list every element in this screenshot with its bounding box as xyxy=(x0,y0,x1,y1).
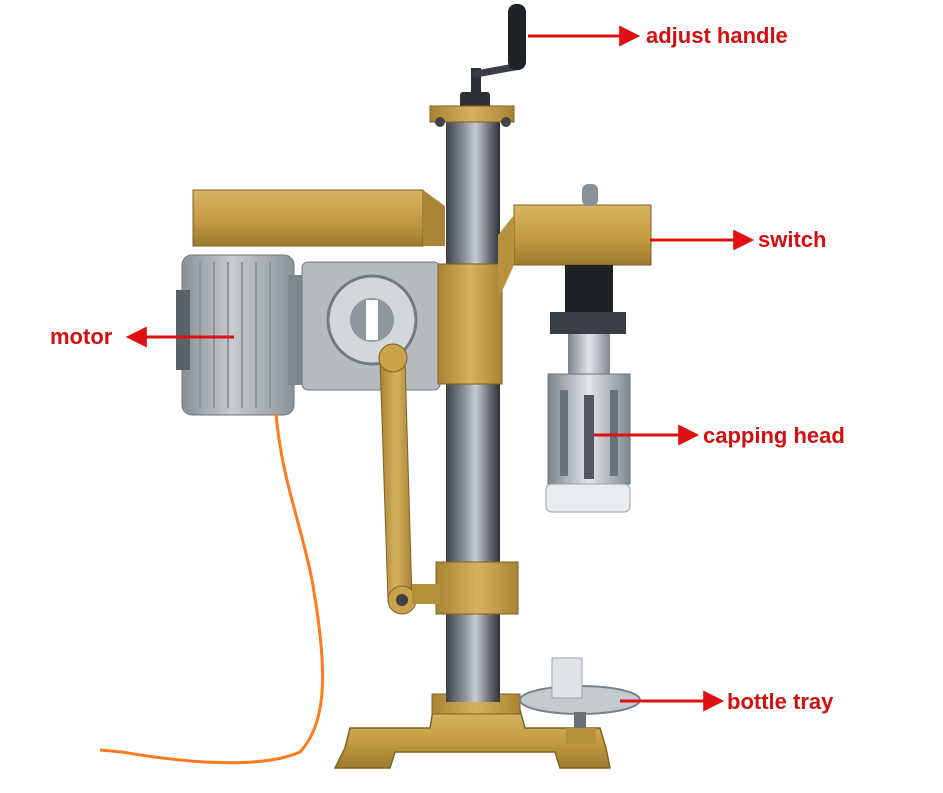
gearbox-part xyxy=(301,261,441,391)
power-cord xyxy=(99,413,325,765)
label-motor: motor xyxy=(50,324,113,349)
motor-part xyxy=(176,254,302,416)
crank-link xyxy=(378,343,417,615)
label-adjust-handle: adjust handle xyxy=(646,23,788,48)
bottle-tray-part xyxy=(519,657,641,744)
top-arm xyxy=(192,189,445,247)
adjust-handle-part xyxy=(471,4,526,96)
label-switch: switch xyxy=(758,227,827,252)
label-capping-head: capping head xyxy=(703,423,845,448)
capping-head-part xyxy=(545,265,631,513)
switch-housing xyxy=(498,184,652,300)
column-collars xyxy=(412,263,519,615)
label-bottle-tray: bottle tray xyxy=(727,689,834,714)
